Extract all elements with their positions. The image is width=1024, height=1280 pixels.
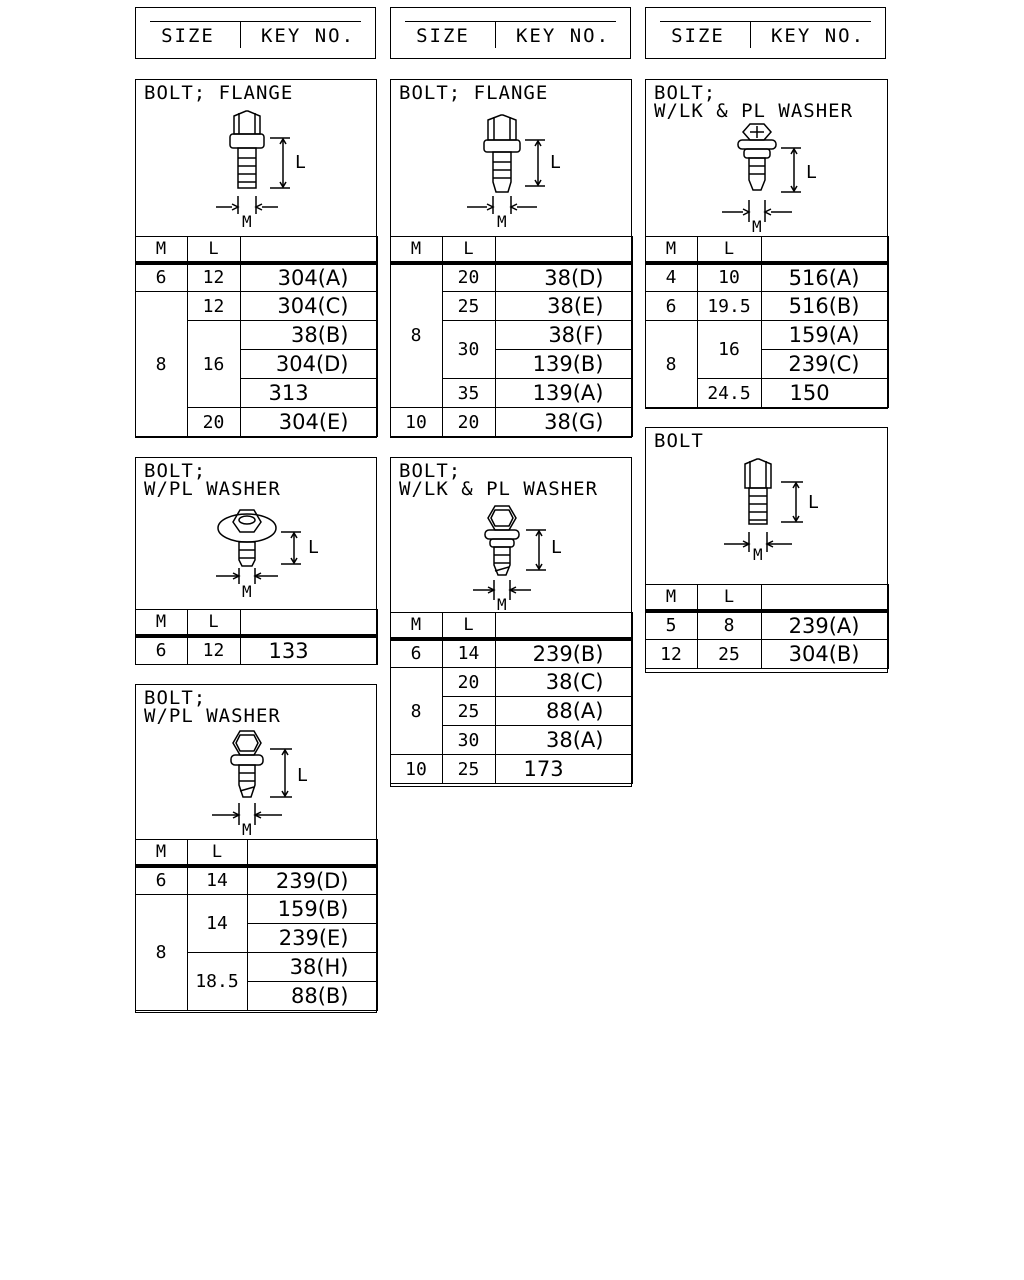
col-m: M [134,609,188,638]
panel-title: BOLT; FLANGE [399,82,549,104]
bolt-pl-washer-drawing-icon: L M [216,509,319,601]
col-l: L [186,839,248,868]
dim-m-label: M [753,545,763,564]
col-m: M [389,612,443,641]
size-key-header-2: SIZE KEY NO. [390,7,631,59]
size-key-header-3: SIZE KEY NO. [645,7,886,59]
col-l: L [186,609,241,638]
dim-m-label: M [752,217,762,236]
bolt-flange-drawing-icon: L M [216,110,306,231]
table-row: 88(B) [135,981,378,1011]
panel-title: BOLT; W/LK & PL WASHER [654,82,854,122]
bolt-lk-pl-washer-drawing-icon: L M [722,123,817,236]
size-key-header-1: SIZE KEY NO. [135,7,376,59]
dim-l-label: L [297,765,308,786]
dim-m-label: M [497,212,507,231]
col-m: M [134,236,188,265]
col-m: M [134,839,188,868]
panel-title: BOLT [654,430,704,452]
table-row: 304(D) [135,349,378,379]
dim-m-label: M [242,820,252,839]
col-m: M [389,236,443,265]
key-no-label: KEY NO. [260,25,356,47]
dim-l-label: L [551,537,562,558]
dim-l-label: L [550,152,561,173]
col-l: L [696,236,762,265]
size-label: SIZE [671,25,725,47]
bolt-drawing-icon: L M [724,458,819,564]
panel-title: BOLT; W/PL WASHER [144,687,281,727]
panel-title: BOLT; W/LK & PL WASHER [399,460,599,500]
col-l: L [441,612,496,641]
table-row: 139(B) [390,349,633,379]
size-label: SIZE [161,25,215,47]
size-label: SIZE [416,25,470,47]
panel-title: BOLT; FLANGE [144,82,294,104]
dim-m-label: M [242,582,252,601]
panel-title: BOLT; W/PL WASHER [144,460,281,500]
dim-l-label: L [308,537,319,558]
dim-l-label: L [808,492,819,513]
bolt-lk-pl-washer-drawing-icon: L M [473,505,562,614]
col-l: L [186,236,241,265]
table-row: 313 [135,378,378,408]
dim-l-label: L [295,152,306,173]
dim-m-label: M [242,212,252,231]
table-row: 239(E) [135,923,378,953]
col-l: L [441,236,496,265]
key-no-label: KEY NO. [515,25,611,47]
col-m: M [644,584,698,613]
key-no-label: KEY NO. [770,25,866,47]
dim-l-label: L [806,162,817,183]
dim-m-label: M [497,595,507,614]
bolt-flange-drawing-icon: L M [467,114,561,231]
bolt-pl-washer-drawing-icon: L M [212,730,308,839]
col-l: L [696,584,762,613]
col-m: M [644,236,698,265]
